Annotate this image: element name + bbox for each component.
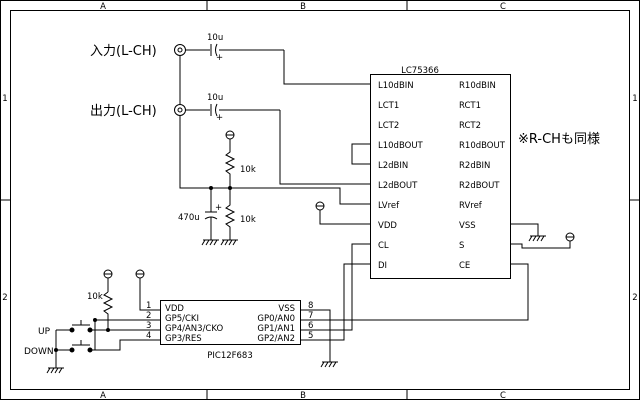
lc-pin-s: S bbox=[459, 241, 464, 251]
col-label-top-b: B bbox=[300, 2, 306, 12]
lc-pin-cl: CL bbox=[378, 241, 389, 251]
input-jack-icon bbox=[174, 44, 186, 56]
r-ch-note: ※R-CHも同様 bbox=[518, 132, 600, 147]
pic-num-4: 4 bbox=[146, 331, 151, 341]
lc75366-right-pins: R10dBIN RCT1 RCT2 R10dBOUT R2dBIN R2dBOU… bbox=[459, 81, 506, 271]
lc-pin-vss: VSS bbox=[459, 221, 476, 231]
pic-pin-vdd: VDD bbox=[165, 304, 184, 314]
pic-pin-gp0: GP0/AN0 bbox=[257, 314, 295, 324]
lc-pin-rct2: RCT2 bbox=[459, 121, 481, 131]
pic-pin-gp4: GP4/AN3/CKO bbox=[165, 324, 223, 334]
lc-pin-l10dbin: L10dBIN bbox=[378, 81, 414, 91]
capacitor-in-icon bbox=[210, 43, 218, 57]
loop-wire bbox=[351, 143, 370, 165]
row-label-left-2: 2 bbox=[2, 293, 7, 303]
down-switch-icon bbox=[56, 320, 96, 353]
resistor-top-icon bbox=[224, 148, 236, 188]
input-label: 入力(L-CH) bbox=[90, 44, 157, 59]
cap-bulk-plus: + bbox=[215, 203, 222, 213]
cap-in-value: 10u bbox=[207, 33, 223, 43]
r-pullup-value: 10k bbox=[87, 292, 103, 302]
lc75366-chip bbox=[370, 74, 511, 279]
junction-switch-common bbox=[54, 348, 58, 352]
pic-to-lc-wires bbox=[300, 243, 529, 341]
pic-num-2: 2 bbox=[146, 311, 151, 321]
pic-num-3: 3 bbox=[146, 321, 151, 331]
capacitor-out-icon bbox=[210, 103, 218, 117]
col-label-top-a: A bbox=[100, 2, 106, 12]
r-bottom-value: 10k bbox=[240, 215, 256, 225]
lc-vss-wires bbox=[510, 223, 546, 242]
cap-out-plus: + bbox=[216, 113, 223, 123]
lc-pin-lct2: LCT2 bbox=[378, 121, 399, 131]
output-jack-icon bbox=[174, 104, 186, 116]
pic-pin-gp2: GP2/AN2 bbox=[257, 334, 295, 344]
junction-switch-up bbox=[93, 318, 97, 322]
col-label-bottom-a: A bbox=[100, 391, 106, 400]
pic-vss-ground bbox=[300, 309, 338, 368]
lc-pin-r10dbout: R10dBOUT bbox=[459, 141, 506, 151]
row-label-left-1: 1 bbox=[2, 94, 7, 104]
input-wires bbox=[179, 49, 370, 104]
lc75366-left-pins: L10dBIN LCT1 LCT2 L10dBOUT L2dBIN L2dBOU… bbox=[378, 81, 424, 271]
cap-bulk-value: 470u bbox=[178, 213, 200, 223]
cap-out-value: 10u bbox=[207, 93, 223, 103]
col-label-top-c: C bbox=[500, 2, 506, 12]
vdd-symbol-pullup-icon bbox=[103, 269, 113, 292]
pic-num-6: 6 bbox=[308, 321, 313, 331]
lc-pin-r2dbin: R2dBIN bbox=[459, 161, 490, 171]
lc-pin-r2dbout: R2dBOUT bbox=[459, 181, 500, 191]
ground-divider-icon bbox=[220, 239, 238, 246]
pic-chip bbox=[160, 300, 301, 345]
up-switch-icon bbox=[56, 320, 108, 333]
pic-name: PIC12F683 bbox=[207, 351, 253, 361]
resistor-pullup-icon bbox=[102, 291, 114, 330]
pic-num-7: 7 bbox=[308, 311, 313, 321]
capacitor-bulk-icon bbox=[201, 188, 219, 246]
resistor-bottom-icon bbox=[224, 188, 236, 240]
lc75366-name: LC75366 bbox=[401, 66, 439, 76]
output-wires bbox=[179, 109, 370, 205]
inner-frame bbox=[10, 10, 630, 390]
vdd-symbol-divider-icon bbox=[225, 130, 235, 148]
pic-pin-gp5: GP5/CKI bbox=[165, 314, 199, 324]
lc-pin-ce: CE bbox=[459, 261, 470, 271]
lc-pin-l2dbin: L2dBIN bbox=[378, 161, 408, 171]
lc-pin-lvref: LVref bbox=[378, 201, 400, 211]
output-label: 出力(L-CH) bbox=[90, 104, 157, 119]
r-top-value: 10k bbox=[240, 165, 256, 175]
up-label: UP bbox=[38, 327, 51, 337]
vdd-symbol-pic-icon bbox=[135, 269, 145, 279]
cap-in-plus: + bbox=[216, 53, 223, 63]
pic-pin-vss: VSS bbox=[278, 304, 295, 314]
lc-pin-r10dbin: R10dBIN bbox=[459, 81, 496, 91]
pic-num-5: 5 bbox=[308, 331, 313, 341]
col-label-bottom-c: C bbox=[500, 391, 506, 400]
lc-pin-vdd: VDD bbox=[378, 221, 397, 231]
lc-pin-l2dbout: L2dBOUT bbox=[378, 181, 418, 191]
pic-pin-gp1: GP1/AN1 bbox=[257, 324, 295, 334]
vdd-symbol-lc-icon bbox=[315, 201, 370, 225]
lc-pin-rct1: RCT1 bbox=[459, 101, 481, 111]
junction-divider bbox=[228, 186, 232, 190]
down-label: DOWN bbox=[24, 347, 54, 357]
pic-num-1: 1 bbox=[146, 301, 151, 311]
pic-left-leads bbox=[95, 278, 160, 351]
row-label-right-1: 1 bbox=[632, 94, 637, 104]
lc-pin-l10dbout: L10dBOUT bbox=[378, 141, 424, 151]
pic-num-8: 8 bbox=[308, 301, 313, 311]
row-label-right-2: 2 bbox=[632, 293, 637, 303]
col-label-bottom-b: B bbox=[300, 391, 306, 400]
lc-s-wires bbox=[510, 232, 575, 249]
lc-pin-rvref: RVref bbox=[459, 201, 483, 211]
pic-pin-gp3: GP3/RES bbox=[165, 334, 202, 344]
lc-pin-di: DI bbox=[378, 261, 387, 271]
lc-pin-lct1: LCT1 bbox=[378, 101, 399, 111]
